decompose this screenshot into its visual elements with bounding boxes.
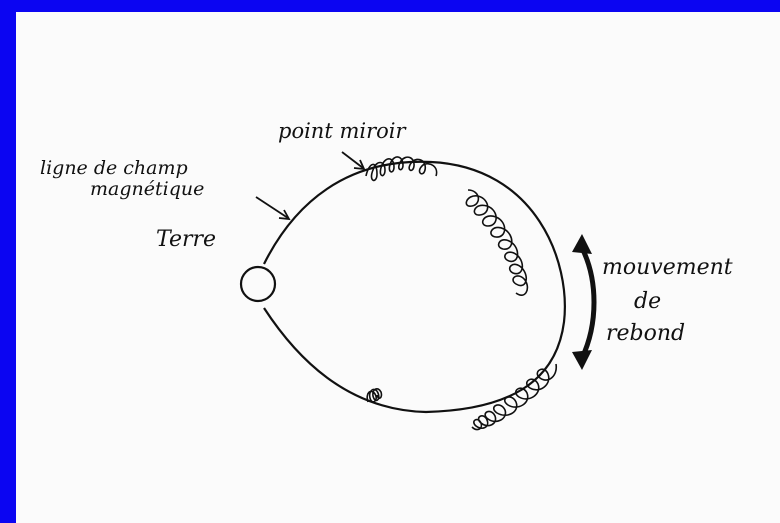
- bounce-label-line3: rebond: [606, 321, 685, 346]
- magnetic-mirror-diagram: ligne de champ magnétique Terre point mi…: [16, 12, 780, 523]
- earth-circle: [241, 267, 275, 301]
- field-line-arrow: [256, 197, 289, 219]
- bounce-label-line1: mouvement: [602, 255, 733, 280]
- earth-label: Terre: [156, 227, 216, 252]
- bounce-label-line2: de: [634, 289, 661, 314]
- field-line-label-line1: ligne de champ: [40, 157, 188, 179]
- mirror-point-arrow: [342, 152, 364, 169]
- field-line-loop: [264, 162, 565, 412]
- particle-trajectory: [366, 157, 556, 430]
- diagram-panel: ligne de champ magnétique Terre point mi…: [16, 12, 780, 523]
- field-line-label-line2: magnétique: [90, 178, 204, 200]
- bounce-arrow: [572, 234, 594, 370]
- mirror-point-label: point miroir: [278, 119, 407, 143]
